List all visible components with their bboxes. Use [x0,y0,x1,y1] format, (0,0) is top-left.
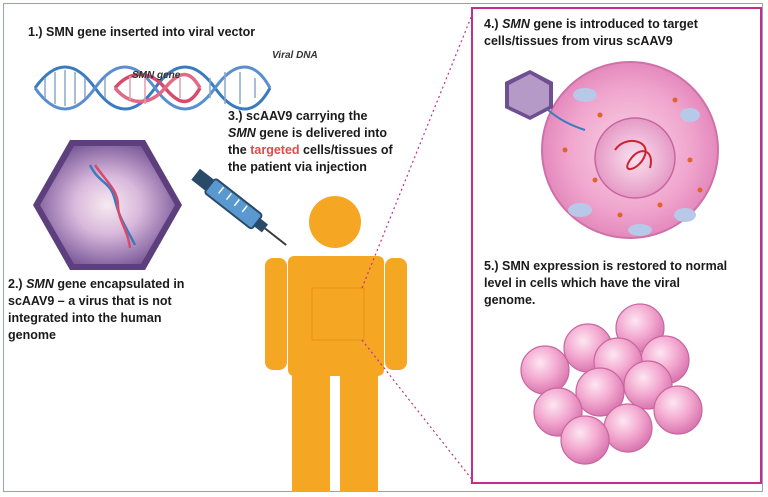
dna-strand-small [547,109,586,131]
target-cell [541,61,719,239]
target-area [311,287,365,341]
step2-line4: genome [8,328,56,342]
cell-cluster [520,303,703,465]
dna-helix [33,65,272,111]
step5-line3: genome. [484,293,536,307]
step3-line2: SMN gene is delivered into [228,125,387,142]
step3-rest: gene is delivered into [255,126,388,140]
capsid-hexagon [33,140,182,270]
patient-figure [265,196,407,492]
step3-pre: the [228,143,251,157]
step2-prefix: 2.) [8,277,27,291]
step5-line1: 5.) SMN expression is restored to normal [484,259,728,273]
step1-text: 1.) SMN gene inserted into viral vector [28,25,256,39]
step5-line2: level in cells which have the viral [484,276,680,290]
step2-rest: gene encapsulated in [53,277,185,291]
step4-gene: SMN [502,17,530,31]
step4-line1: 4.) SMN gene is introduced to target [484,16,698,33]
syringe [191,168,287,246]
panel-capsid [505,70,553,120]
step2-line2: scAAV9 – a virus that is not [8,294,172,308]
step2-gene: SMN [26,277,54,291]
smn-gene-label: SMN gene [132,70,181,81]
step3-gene: SMN [228,126,256,140]
step2-line1: 2.) SMN gene encapsulated in [8,276,184,293]
step4-line2: cells/tissues from virus scAAV9 [484,34,673,48]
step4-rest: gene is introduced to target [529,17,698,31]
step3-line1: 3.) scAAV9 carrying the [228,109,368,123]
step3-targeted: targeted [250,143,300,157]
step3-line4: the patient via injection [228,160,367,174]
outer-frame [3,3,763,492]
step3-post: cells/tissues of [299,143,393,157]
viral-dna-label: Viral DNA [272,50,318,61]
step2-line3: integrated into the human [8,311,162,325]
step3-line3: the targeted cells/tissues of [228,142,393,159]
step4-prefix: 4.) [484,17,503,31]
connector-lines [361,9,475,483]
